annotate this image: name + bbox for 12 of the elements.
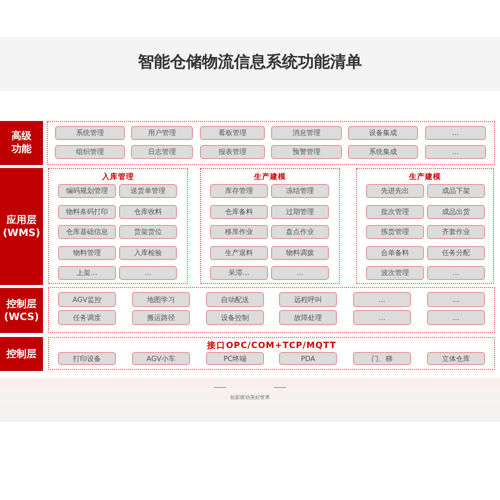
dotted-panel bbox=[47, 121, 495, 165]
group-panel bbox=[48, 337, 495, 370]
group-panel bbox=[48, 168, 188, 284]
layer-label: 高级功能 bbox=[0, 121, 43, 165]
group-heading: 接口OPC/COM+TCP/MQTT bbox=[206, 340, 338, 352]
layer-label: 控制层 bbox=[0, 337, 43, 371]
group-panel bbox=[200, 168, 340, 284]
layer-label: 应用层 (WMS) bbox=[0, 168, 43, 285]
group-panel bbox=[356, 168, 494, 284]
layer-label: 控制层 (WCS) bbox=[0, 288, 43, 333]
dotted-panel bbox=[48, 287, 495, 333]
title: 智能仓储物流信息系统功能清单 bbox=[136, 52, 363, 73]
